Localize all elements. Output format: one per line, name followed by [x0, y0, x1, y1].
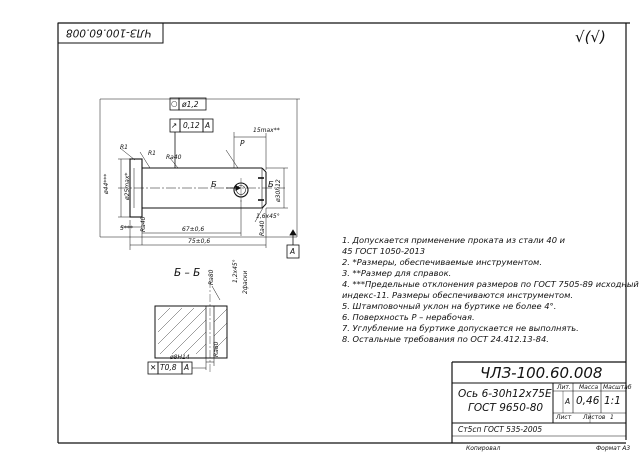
note-line: 2. *Размеры, обеспечиваемые инструментом…	[342, 257, 542, 267]
section-mark-left: Б	[211, 179, 217, 189]
sheet-frame	[57, 22, 630, 444]
note-line: 8. Остальные требования по ОСТ 24.412.13…	[342, 334, 549, 344]
rotated-drawing-code: ЧЛЗ-100.60.008	[66, 26, 152, 39]
dim-r1-b: R1	[148, 150, 156, 157]
note-line: 5. Штамповочный уклон на буртике не боле…	[342, 301, 557, 311]
position-tol-symbol: ✕	[150, 363, 157, 372]
note-line: 4. ***Предельные отклонения размеров по …	[342, 279, 639, 289]
position-tol-datum: A	[184, 363, 190, 372]
tolerance-frames	[169, 97, 300, 259]
title-name-line2: ГОСТ 9650-80	[468, 402, 544, 414]
section-ra80-bot: Ra80	[213, 341, 220, 357]
dim-ra40-top: Ra40	[166, 154, 182, 161]
section-mark-right: Б	[268, 179, 274, 189]
note-line: 45 ГОСТ 1050-2013	[342, 246, 426, 256]
section-chamfer: 1,2x45°	[232, 259, 239, 283]
mass-value: 0,46	[576, 395, 600, 407]
title-designation: ЧЛЗ-100.60.008	[480, 364, 603, 382]
sheets-value: 1	[610, 414, 614, 421]
copied-label: Копировал	[466, 445, 501, 452]
col-mass: Масса	[579, 384, 599, 391]
dim-chamfer: 1,6x45°	[256, 213, 280, 220]
title-name-line1: Ось 6-30h12x75E	[458, 388, 552, 400]
position-tol-value: T0,8	[160, 363, 177, 372]
scale-value: 1:1	[604, 395, 621, 407]
datum-a: A	[290, 247, 296, 256]
note-line: 3. **Размер для справок.	[342, 268, 452, 278]
sheets-label: Листов	[583, 414, 606, 421]
dim-d25: ø25max*	[124, 172, 131, 200]
label-p: P	[240, 139, 245, 148]
runout-tol-symbol: ↗	[171, 121, 178, 130]
note-line: индекс-11. Размеры обеспечиваются инстру…	[342, 290, 574, 300]
section-hole-dim: ø8H14	[170, 354, 190, 361]
dim-ra40-left: Ra40	[140, 216, 147, 232]
section-2-chamfers: 2фаски	[242, 270, 249, 294]
format-label: Формат А3	[596, 445, 631, 452]
material: Ст5сп ГОСТ 535-2005	[458, 425, 543, 434]
dim-15max: 15max**	[253, 127, 280, 134]
dim-d30: ø30h12	[275, 179, 282, 202]
round-tol-value: ø1,2	[182, 100, 199, 109]
dim-5: 5***	[120, 225, 133, 232]
dim-d44: ø44***	[103, 173, 110, 194]
section-title: Б – Б	[174, 267, 201, 279]
runout-tol-datum: A	[205, 121, 211, 130]
sheet-label: Лист	[556, 414, 572, 421]
title-block	[451, 361, 626, 443]
dim-67: 67±0,6	[182, 226, 205, 233]
note-line: 6. Поверхность P – нерабочая.	[342, 312, 475, 322]
section-ra80-top: Ra80	[208, 269, 215, 285]
main-view-dimensions	[99, 98, 300, 250]
note-line: 7. Углубление на буртике допускается не …	[342, 323, 579, 333]
check-icon: √	[575, 28, 585, 46]
roughness-general-symbol: √(√)	[575, 28, 606, 46]
dim-ra40-hole: Ra40	[259, 220, 266, 236]
section-view	[147, 280, 228, 375]
round-tol-symbol: ○	[171, 99, 178, 108]
col-lit: Лит.	[557, 384, 571, 391]
col-scale: Масштаб	[603, 384, 632, 391]
shaft-main-view	[118, 158, 285, 218]
runout-tol-value: 0,12	[183, 121, 200, 130]
dim-r1-top: R1	[120, 144, 128, 151]
note-line: 1. Допускается применение проката из ста…	[342, 235, 566, 245]
dim-75: 75±0,6	[188, 238, 211, 245]
lit-value: А	[565, 397, 571, 406]
